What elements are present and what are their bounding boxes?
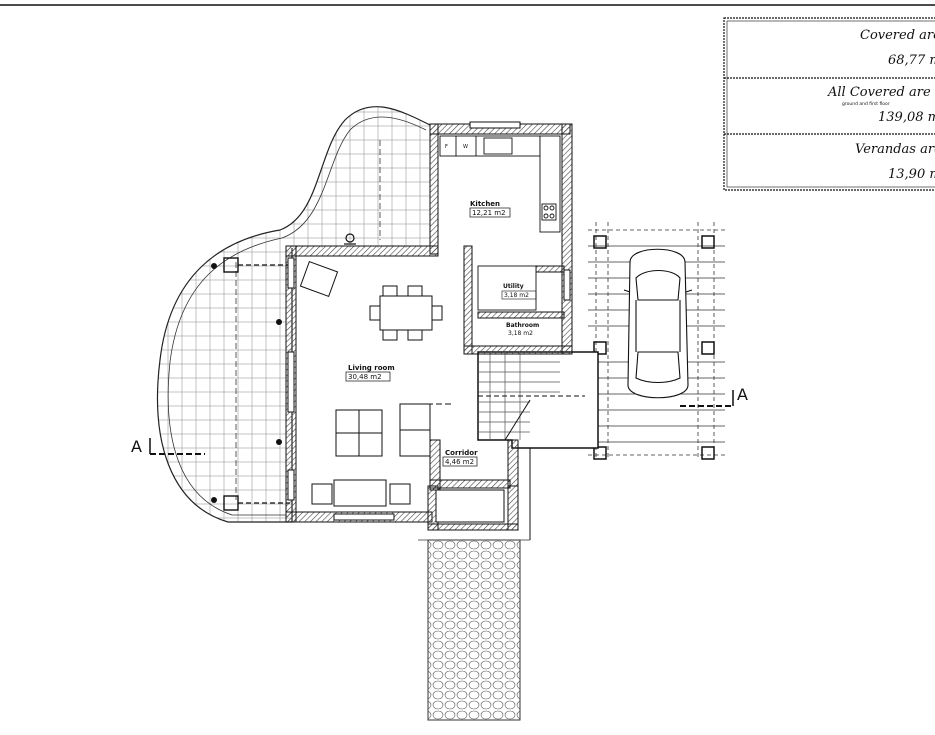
windows [287, 121, 571, 521]
carport [588, 222, 725, 460]
furniture [299, 261, 505, 523]
kitchen-area-box [469, 207, 511, 218]
areas-table: Covered are 68,77 m All Covered are grou… [723, 17, 935, 191]
corridor-area: 4,46 m2 [445, 458, 474, 466]
section-marker-left: A [131, 437, 142, 456]
utility-area-box [501, 290, 537, 300]
kitchen-label: Kitchen [470, 200, 500, 208]
corridor-area-box [442, 456, 478, 467]
covered-area-value: 68,77 m [888, 53, 935, 68]
bathroom-area: 3,18 m2 [508, 330, 533, 337]
covered-area-title: Covered are [860, 28, 935, 43]
all-covered-area-value: 139,08 m [878, 110, 935, 125]
fridge-label: F [445, 144, 448, 150]
living-room-area: 30,48 m2 [348, 373, 382, 381]
living-area-box [345, 371, 391, 382]
corridor-label: Corridor [445, 449, 478, 457]
utility-label: Utility [503, 283, 524, 290]
kitchen-fixtures [439, 135, 561, 311]
kitchen-area: 12,21 m2 [472, 209, 506, 217]
section-markers [149, 390, 734, 540]
all-covered-area-title: All Covered are [827, 85, 931, 100]
washer-label: W [463, 144, 468, 150]
all-covered-note: ground and first floor [842, 101, 890, 107]
cobblestone-path [418, 539, 530, 721]
bathroom-label: Bathroom [506, 322, 539, 329]
section-marker-right: A [737, 385, 748, 404]
staircase [477, 351, 599, 449]
verandas-area-title: Verandas are [855, 142, 935, 157]
car-icon [623, 248, 693, 399]
verandas-area-value: 13,90 m [888, 167, 935, 182]
living-room-label: Living room [348, 364, 395, 372]
utility-area: 3,18 m2 [504, 292, 529, 299]
